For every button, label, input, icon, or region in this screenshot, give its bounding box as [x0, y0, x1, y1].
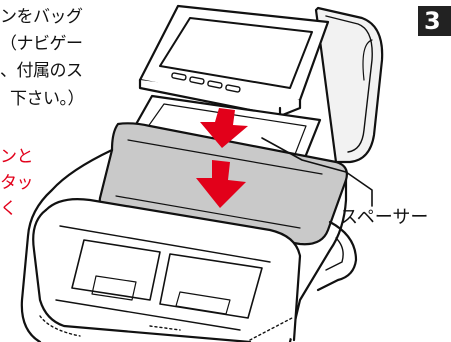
instruction-line-1: ンをバッグ: [0, 6, 83, 28]
warning-line-2: タッ: [0, 172, 33, 194]
instruction-line-4: 下さい。）: [10, 88, 84, 110]
warning-line-3: く: [0, 198, 17, 220]
spacer-label: スペーサー: [340, 207, 428, 229]
warning-line-1: ンと: [0, 146, 33, 168]
bag-back-cover-icon: [316, 8, 382, 162]
step-number-badge: 3: [418, 6, 451, 36]
instruction-line-2: （ナビゲー: [0, 33, 83, 55]
bag-icon: [22, 123, 356, 342]
instruction-line-3: 、付属のス: [0, 60, 83, 82]
